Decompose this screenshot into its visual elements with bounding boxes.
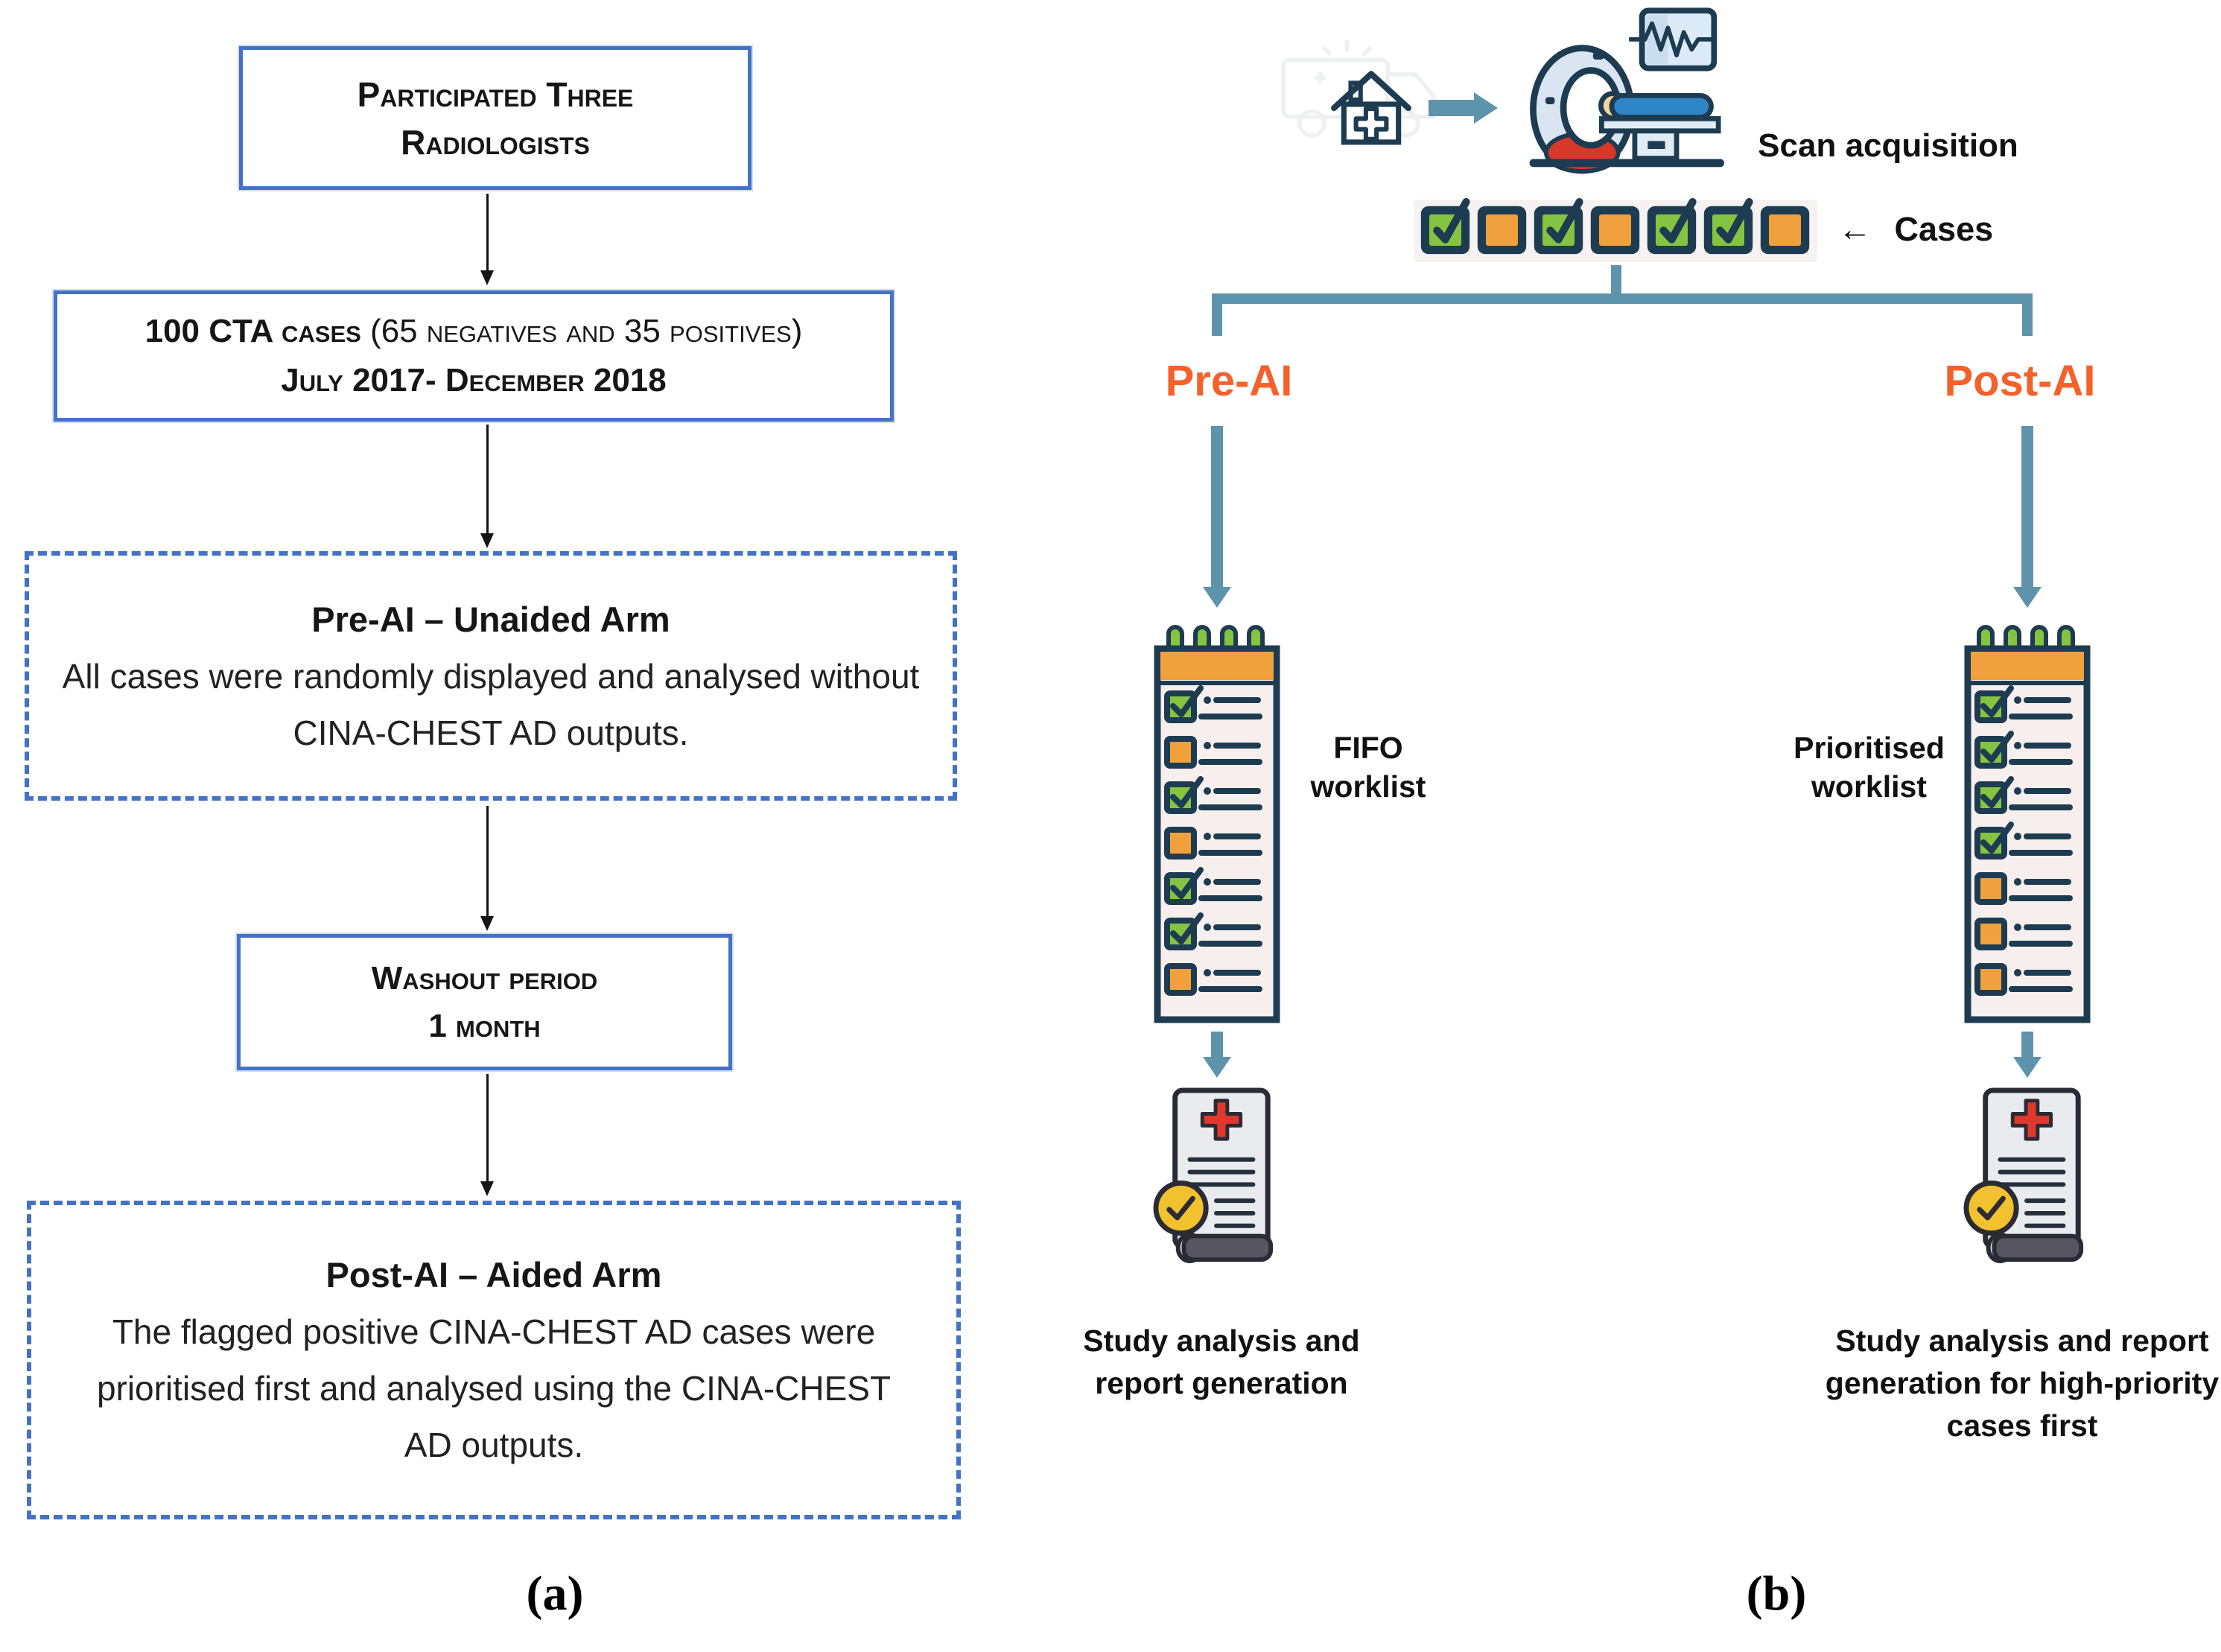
- flow-arrow-2: [480, 425, 494, 548]
- case-checked-icon: [1703, 197, 1753, 255]
- participants-line2: Radiologists: [401, 122, 590, 162]
- scan-acquisition-label: Scan acquisition: [1758, 127, 2018, 164]
- prioritised-worklist-icon: [1964, 624, 2091, 1024]
- cases-label: Cases: [1894, 210, 1994, 248]
- cohort-line2: July 2017- December 2018: [281, 362, 667, 398]
- report-label-right: Study analysis and report generation for…: [1825, 1324, 2220, 1443]
- post-ai-title: Post-AI – Aided Arm: [325, 1255, 662, 1294]
- hospital-icon: [1329, 64, 1413, 147]
- fifo-worklist-label: FIFO worklist: [1290, 728, 1446, 806]
- post-ai-body: The flagged positive CINA-CHEST AD cases…: [96, 1312, 892, 1464]
- flow-box-participants: Participated Three Radiologists: [239, 46, 752, 190]
- branch-bar: [1212, 293, 2033, 304]
- cohort-line1-bold: 100 CTA cases: [144, 313, 361, 349]
- panel-b-label: (b): [1746, 1566, 1807, 1621]
- cohort-line1: 100 CTA cases (65 negatives and 35 posit…: [145, 307, 803, 356]
- fifo-worklist-label-line2: worklist: [1310, 769, 1426, 804]
- panel-a-label: (a): [526, 1566, 584, 1621]
- post-ai-down-arrow-icon: [2013, 426, 2042, 608]
- case-unchecked-icon: [1760, 206, 1810, 255]
- flow-box-cohort: 100 CTA cases (65 negatives and 35 posit…: [54, 290, 894, 422]
- case-checked-icon: [1647, 197, 1697, 255]
- report-label-left: Study analysis and report generation: [1083, 1324, 1360, 1400]
- cases-row: [1419, 192, 1811, 256]
- branch-stem: [1611, 265, 1621, 295]
- cases-caption: ← Cases: [1838, 210, 2032, 249]
- case-unchecked-icon: [1477, 206, 1527, 255]
- washout-line2: 1 month: [428, 1007, 541, 1044]
- to-scanner-arrow-icon: [1429, 92, 1498, 124]
- washout-line1: Washout period: [371, 959, 598, 997]
- prioritised-worklist-label-line1: Prioritised: [1793, 731, 1945, 765]
- flow-box-pre-ai: Pre-AI – Unaided Arm All cases were rand…: [25, 551, 957, 801]
- pre-ai-branch-title: Pre-AI: [1102, 356, 1356, 406]
- ct-scanner-icon: [1521, 4, 1744, 182]
- post-ai-branch-title: Post-AI: [1893, 356, 2147, 406]
- flow-arrow-1: [480, 194, 494, 285]
- participants-line1: Participated Three: [357, 74, 634, 114]
- case-checked-icon: [1420, 197, 1470, 255]
- flow-box-post-ai: Post-AI – Aided Arm The flagged positive…: [27, 1201, 961, 1519]
- fifo-to-report-arrow-icon: [1203, 1032, 1231, 1078]
- report-icon: [1962, 1084, 2094, 1272]
- branch-drop-right: [2022, 293, 2033, 336]
- case-unchecked-icon: [1590, 206, 1640, 255]
- pre-ai-down-arrow-icon: [1203, 426, 1231, 608]
- cohort-line1-rest: (65 negatives and 35 positives): [360, 313, 803, 349]
- fifo-worklist-icon: [1154, 624, 1280, 1024]
- cases-arrow-icon: ←: [1838, 210, 1872, 248]
- fifo-worklist-label-line1: FIFO: [1333, 731, 1403, 765]
- pre-ai-body: All cases were randomly displayed and an…: [62, 656, 920, 752]
- flow-arrow-4: [480, 1074, 494, 1196]
- prioritised-worklist-label: Prioritised worklist: [1782, 728, 1957, 806]
- case-checked-icon: [1534, 197, 1583, 255]
- pre-ai-title: Pre-AI – Unaided Arm: [311, 599, 670, 639]
- flow-box-washout: Washout period 1 month: [237, 934, 732, 1070]
- flow-arrow-3: [480, 806, 494, 931]
- prioritised-to-report-arrow-icon: [2013, 1032, 2042, 1078]
- branch-drop-left: [1212, 293, 1222, 336]
- prioritised-worklist-label-line2: worklist: [1811, 769, 1927, 804]
- report-icon: [1151, 1084, 1284, 1272]
